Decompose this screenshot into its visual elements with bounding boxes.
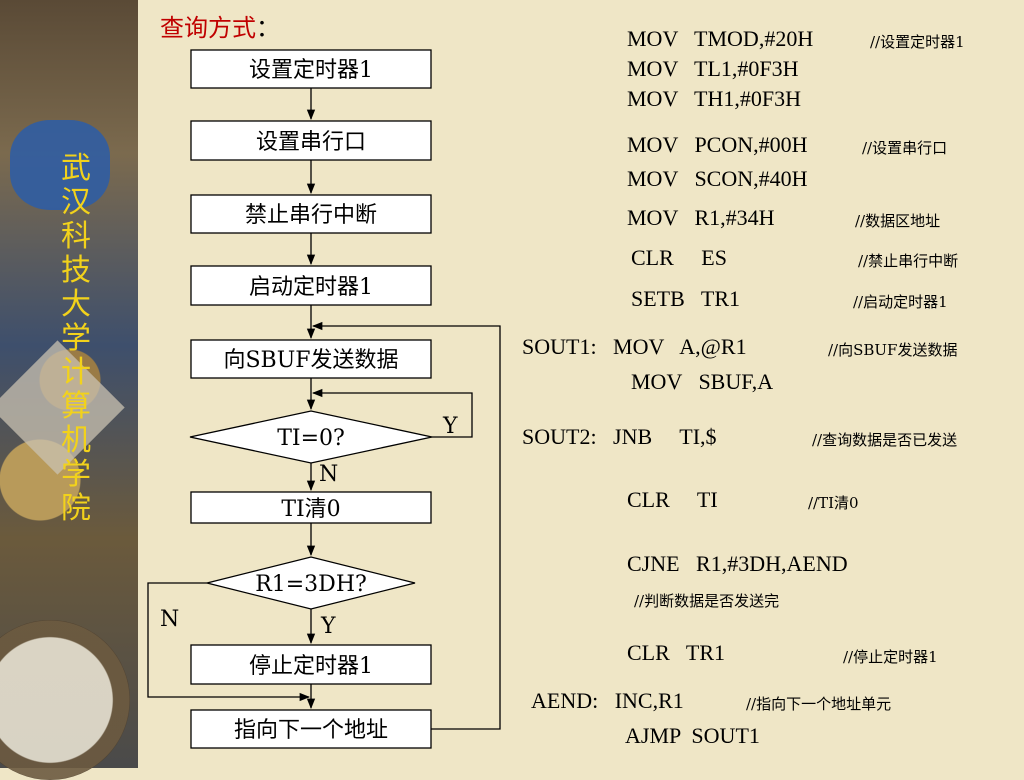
box-text: 设置串行口 [256,130,366,155]
code-line: SOUT2: JNB TI,$ [522,424,717,449]
code-line: CJNE R1,#3DH,AEND [627,551,848,576]
title-char: 算 [61,389,91,424]
box-send-sbuf [190,339,432,379]
code-line: MOV TMOD,#20H [627,26,814,51]
code-comment: //启动定时器1 [853,293,948,311]
code-comment: //停止定时器1 [843,648,938,666]
box-disable-serial-int [190,194,432,234]
decision-r1-3dh [206,556,416,610]
code-line: SETB TR1 [631,286,741,311]
code-comment: //向SBUF发送数据 [828,341,958,359]
box-next-address [190,709,432,749]
title-char: 计 [61,355,91,390]
code-line: MOV PCON,#00H [627,132,808,157]
compass-decoration [0,620,130,780]
code-comment: //禁止串行中断 [858,252,959,270]
code-line: MOV SCON,#40H [627,166,808,191]
code-comment: //数据区地址 [855,212,941,230]
box-text: 设置定时器1 [249,58,373,83]
title-char: 学 [61,457,91,492]
box-text: 指向下一个地址 [234,718,388,743]
heading-text: 查询方式 [160,14,256,42]
code-line: MOV SBUF,A [631,369,774,394]
edge-label: Y [320,614,336,639]
heading-colon: ： [256,14,280,42]
code-line: AEND: INC,R1 [531,688,684,713]
title-char: 机 [61,423,91,458]
code-line: CLR TI [627,487,718,512]
box-set-serial [190,120,432,161]
edge-label: Y [442,414,458,439]
code-line: SOUT1: MOV A,@R1 [522,334,747,359]
box-text: 启动定时器1 [249,275,373,300]
box-text: 停止定时器1 [249,654,373,679]
edge-label: N [319,462,338,487]
code-comment: //设置定时器1 [870,33,965,51]
box-start-timer1 [190,265,432,306]
title-char: 科 [61,219,91,254]
code-comment: //指向下一个地址单元 [746,695,892,713]
loop-back-sout1 [311,321,501,730]
code-line: AJMP SOUT1 [625,723,760,748]
box-text: TI清0 [281,497,340,522]
title-char: 学 [61,321,91,356]
box-text: 禁止串行中断 [245,203,377,228]
title-char: 武 [61,151,91,186]
ribbon-decoration [10,120,110,210]
title-char: 院 [61,491,91,526]
code-comment: //TI清0 [808,494,859,512]
code-comment: //查询数据是否已发送 [812,431,958,449]
title-char: 大 [61,287,91,322]
code-line: CLR ES [631,245,727,270]
decorative-side-image [0,0,138,780]
title-char: 汉 [61,185,91,220]
code-line: MOV TL1,#0F3H [627,56,799,81]
code-line: CLR TR1 [627,640,726,665]
title-char: 技 [61,253,91,288]
code-comment: //判断数据是否发送完 [634,592,780,610]
branch-r1-no [147,582,311,702]
vertical-institution-title: 武 汉 科 技 大 学 计 算 机 学 院 [58,152,94,526]
box-clear-ti [190,491,432,524]
code-line: MOV TH1,#0F3H [627,86,801,111]
box-text: 向SBUF发送数据 [223,348,398,373]
code-comment: //设置串行口 [862,139,948,157]
page-heading: 查询方式： [160,8,280,43]
code-line: MOV R1,#34H [627,205,775,230]
decision-text: R1=3DH? [255,572,367,597]
edge-label: N [160,607,179,632]
decision-text: TI=0? [277,426,345,451]
loop-ti-yes [311,388,473,438]
